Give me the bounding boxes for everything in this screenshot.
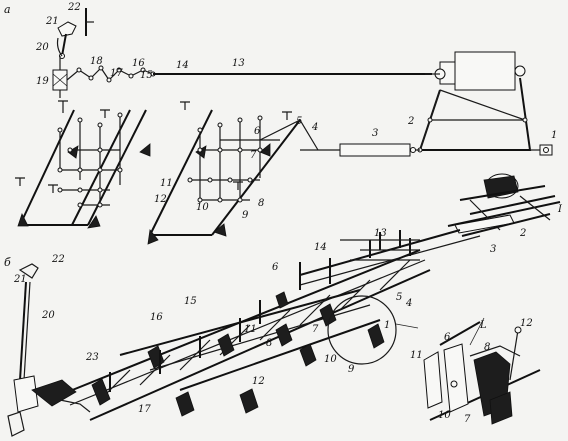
vertical-posts — [109, 230, 420, 392]
pcallout-1: 1 — [384, 320, 390, 331]
callout-19: 19 — [36, 76, 49, 87]
callout-18: 18 — [90, 56, 103, 67]
pcallout-11: 11 — [244, 324, 257, 335]
pcallout-6: 6 — [272, 262, 279, 273]
callout-4: 4 — [311, 122, 318, 133]
pcallout-23: 23 — [85, 352, 99, 363]
pcallout-12: 12 — [252, 376, 265, 387]
callout-11: 11 — [160, 178, 173, 189]
detail-callout-L: L — [479, 320, 487, 331]
callout-22: 22 — [67, 2, 81, 13]
actuator-cylinder — [300, 143, 420, 157]
pcallout-5: 5 — [396, 292, 402, 303]
magnifier-leader — [395, 323, 419, 329]
callout-15: 15 — [140, 70, 153, 81]
pcallout-2: 2 — [519, 228, 526, 239]
panel-label-a: а — [4, 3, 11, 16]
perspective-rod-3 — [299, 229, 461, 276]
callout-14: 14 — [176, 60, 189, 71]
pcallout-3: 3 — [490, 244, 496, 255]
detail-callout-11: 11 — [410, 350, 423, 361]
callout-6: 6 — [254, 126, 261, 137]
callout-3: 3 — [372, 128, 378, 139]
perspective-diagram: б — [4, 173, 563, 437]
callout-12: 12 — [154, 194, 167, 205]
perspective-callouts: 1 2 3 4 5 6 7 8 9 10 11 12 13 14 15 16 1… — [13, 204, 563, 415]
callout-21: 21 — [45, 16, 59, 27]
pcallout-10: 10 — [324, 354, 337, 365]
motor-unit — [425, 51, 526, 91]
callout-5: 5 — [296, 116, 302, 127]
panel-label-b: б — [4, 256, 11, 269]
callout-13: 13 — [232, 58, 245, 69]
left-switch-linkage — [15, 100, 151, 229]
detail-magnifier-circle — [327, 295, 397, 365]
pcallout-I: I — [557, 204, 563, 215]
cross-ties — [99, 259, 411, 401]
callout-10: 10 — [196, 202, 209, 213]
detail-callout-6: 6 — [444, 332, 451, 343]
detail-callout-10: 10 — [438, 410, 451, 421]
pcallout-22: 22 — [51, 254, 65, 265]
pcallout-7: 7 — [312, 324, 319, 335]
pcallout-15: 15 — [184, 296, 197, 307]
detail-callout-7: 7 — [464, 414, 471, 425]
perspective-lever — [7, 263, 91, 437]
callout-20: 20 — [35, 42, 49, 53]
detail-view: L 12 6 11 8 10 7 — [410, 317, 541, 425]
pcallout-17: 17 — [138, 404, 151, 415]
pcallout-14: 14 — [314, 242, 327, 253]
right-switch-linkage — [147, 101, 319, 245]
callout-9: 9 — [242, 210, 249, 221]
control-lever — [56, 8, 94, 59]
pcallout-20: 20 — [41, 310, 55, 321]
detail-callout-8: 8 — [484, 342, 490, 353]
perspective-motor — [447, 173, 561, 237]
schematic-callouts: 1 2 3 4 5 6 7 8 9 10 11 12 13 14 15 16 1… — [35, 2, 557, 221]
pcallout-9: 9 — [348, 364, 355, 375]
callout-7: 7 — [250, 150, 257, 161]
pcallout-21: 21 — [13, 274, 27, 285]
callout-2: 2 — [407, 116, 414, 127]
callout-16: 16 — [132, 58, 145, 69]
schematic-diagram: а — [4, 2, 557, 245]
callout-1: 1 — [551, 130, 557, 141]
pcallout-4: 4 — [405, 298, 412, 309]
drive-frame — [417, 77, 553, 156]
detail-callout-12: 12 — [520, 318, 533, 329]
callout-8: 8 — [258, 198, 264, 209]
pcallout-13: 13 — [374, 228, 387, 239]
switch-blocks — [91, 291, 385, 417]
spring-assembly — [52, 56, 156, 98]
callout-17: 17 — [110, 68, 123, 79]
pcallout-8: 8 — [266, 338, 272, 349]
pcallout-16: 16 — [150, 312, 163, 323]
